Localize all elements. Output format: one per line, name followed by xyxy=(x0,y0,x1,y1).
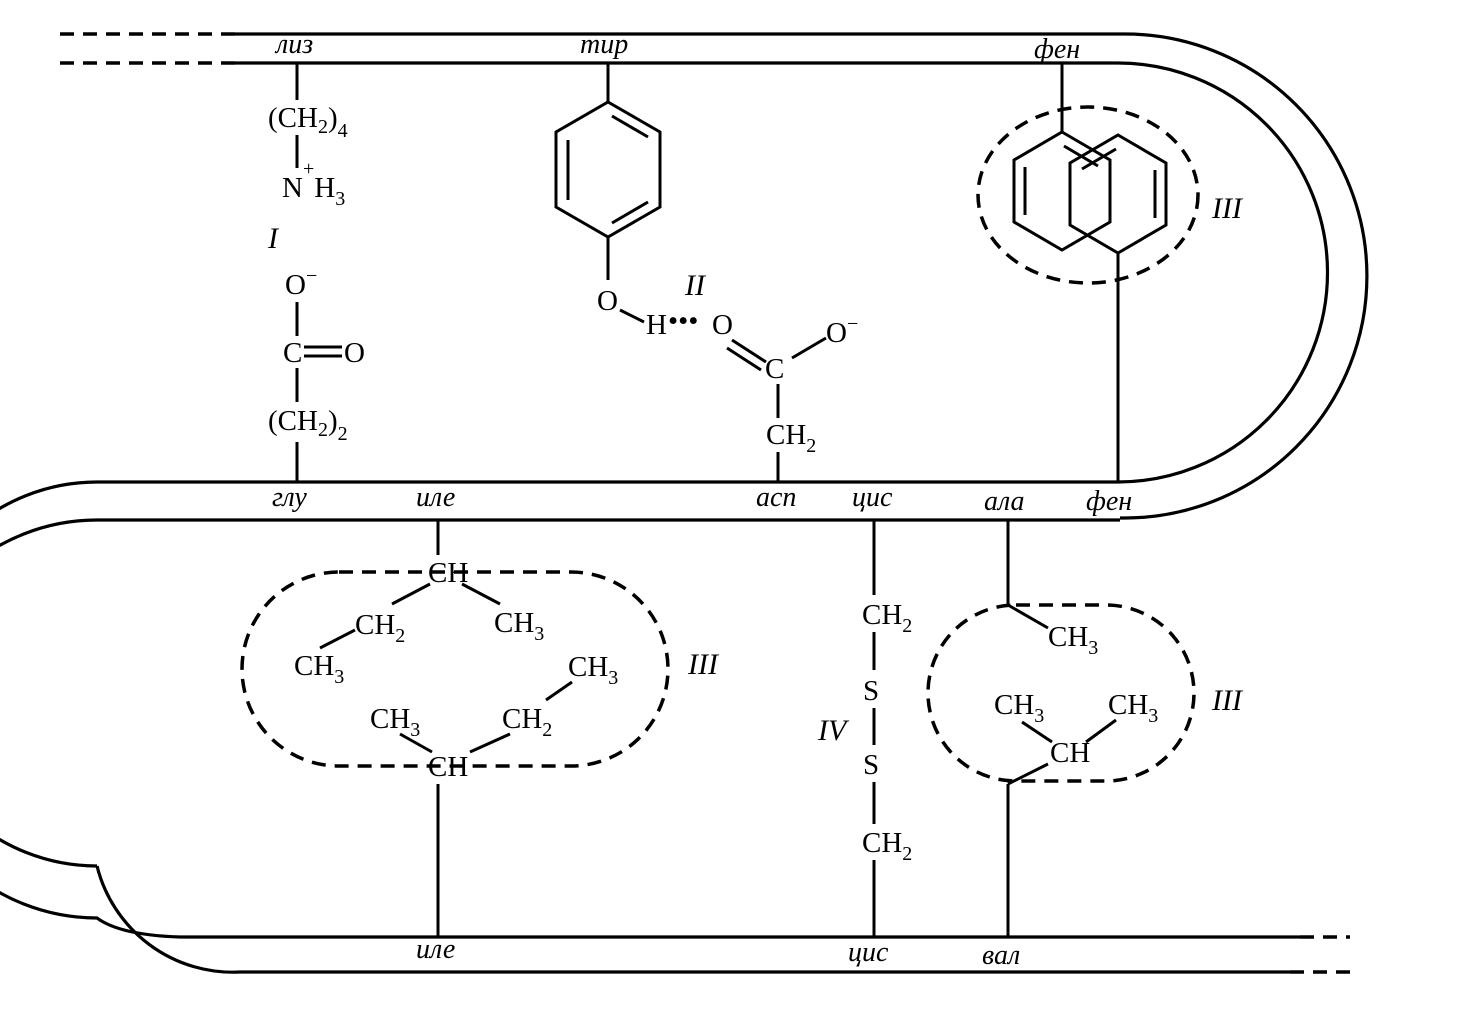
val-ch-to-chain xyxy=(1007,762,1049,786)
backbone-top-outer xyxy=(235,32,1369,520)
residue-labels: лиз тир фен глу иле асп цис ала фен иле … xyxy=(272,29,1132,971)
backbone-bottom-outer xyxy=(95,865,1290,974)
residue-liz-label: лиз xyxy=(274,29,313,60)
ile-top-ch2: CH2 xyxy=(355,609,405,647)
residue-ile-mid-label: иле xyxy=(416,482,455,513)
cys-bottom-sulfur: S xyxy=(863,749,879,781)
ile-top-ch2-to-ch3 xyxy=(319,628,356,650)
ile-hydrophobic-zone xyxy=(240,570,670,768)
hydrogen-bond-group: O H ••• II O C O− CH2 xyxy=(554,63,858,482)
ile-hydrophobic-group: CH CH2 CH3 CH3 CH3 CH2 CH3 CH III xyxy=(240,520,720,937)
ala-val-hydrophobic-label: III xyxy=(1211,684,1244,717)
aromatic-hydrophobic-label: III xyxy=(1211,192,1244,225)
ile-top-to-ch3 xyxy=(461,582,501,606)
asp-ch2: CH2 xyxy=(766,419,816,457)
tyr-ring-inner-1 xyxy=(611,114,649,139)
glu-ch2-2: (CH2)2 xyxy=(268,405,348,445)
aromatic-hydrophobic-zone xyxy=(976,105,1200,285)
glu-carbon: C xyxy=(283,337,302,369)
ionic-bond-group: (CH2)4 N+H3 I O− C O (CH2)2 xyxy=(267,63,365,482)
residue-val-label: вал xyxy=(982,940,1020,971)
cys-top-sulfur: S xyxy=(863,675,879,707)
ala-ch3: CH3 xyxy=(1048,621,1098,659)
ile-bottom-ch3-to-ch xyxy=(399,732,433,754)
val-ch3-right-bond xyxy=(1085,718,1117,744)
val-ch: CH xyxy=(1050,737,1090,769)
tyr-oxygen: O xyxy=(597,285,618,317)
glu-o-minus: O− xyxy=(285,265,317,301)
tyr-hydrogen: H xyxy=(646,309,667,341)
lys-nh3-plus: N+H3 xyxy=(282,158,345,210)
asp-o-double: O xyxy=(712,309,733,341)
asp-double-bond-1 xyxy=(731,338,767,364)
cys-bottom-ch2: CH2 xyxy=(862,827,912,865)
ile-hydrophobic-label: III xyxy=(687,648,720,681)
ile-top-ch3-right: CH3 xyxy=(494,607,544,645)
val-ch3-left-bond xyxy=(1021,720,1053,744)
backbone-top-inner xyxy=(0,61,1330,868)
ile-bottom-ch3-left: CH3 xyxy=(370,703,420,741)
polypeptide-backbone xyxy=(0,32,1369,974)
val-ch3-left: CH3 xyxy=(994,689,1044,727)
residue-asp-label: асп xyxy=(756,482,796,513)
lys-ch2-4: (CH2)4 xyxy=(268,102,348,142)
asp-c-o-bond xyxy=(791,336,827,360)
residue-ala-label: ала xyxy=(984,486,1025,517)
ile-bottom-ch3-right: CH3 xyxy=(568,651,618,689)
asp-o-minus: O− xyxy=(826,313,858,349)
ile-bottom-ch3-to-ch2 xyxy=(545,680,573,702)
glu-o-double: O xyxy=(344,337,365,369)
ile-bottom-ch2-to-ch xyxy=(469,732,511,754)
residue-tir-label: тир xyxy=(580,29,628,60)
residue-ile-bottom-label: иле xyxy=(416,934,455,965)
ionic-bond-label: I xyxy=(267,222,280,255)
asp-carbon: C xyxy=(765,353,784,385)
ile-top-to-ch2 xyxy=(391,582,431,606)
residue-cis-mid-label: цис xyxy=(852,482,893,513)
ile-bottom-ch2: CH2 xyxy=(502,703,552,741)
disulfide-bond-group: CH2 S S IV CH2 xyxy=(817,520,912,937)
tyr-phenyl-ring-icon xyxy=(554,100,662,239)
residue-cis-bottom-label: цис xyxy=(848,937,889,968)
ile-top-ch3-left: CH3 xyxy=(294,650,344,688)
hydrogen-bond-dots: ••• xyxy=(668,305,698,337)
tyr-ring-inner-2 xyxy=(611,200,649,225)
ala-val-hydrophobic-group: CH3 CH3 CH3 CH III xyxy=(926,520,1244,937)
tyr-o-h-bond xyxy=(619,308,645,324)
backbone-mid-lower xyxy=(0,518,1300,939)
cys-top-ch2: CH2 xyxy=(862,599,912,637)
val-ch3-right: CH3 xyxy=(1108,689,1158,727)
phe-top-ring-icon xyxy=(1012,130,1112,252)
disulfide-bond-label: IV xyxy=(817,714,850,747)
hydrogen-bond-label: II xyxy=(684,269,707,302)
residue-fen-mid-label: фен xyxy=(1086,486,1132,517)
residue-fen-top-label: фен xyxy=(1034,34,1080,65)
residue-glu-label: глу xyxy=(272,482,307,513)
asp-double-bond-2 xyxy=(726,346,762,372)
aromatic-hydrophobic-group: III xyxy=(976,63,1244,482)
phe-bottom-inner-2 xyxy=(1081,147,1117,171)
ala-to-ch3 xyxy=(1007,603,1049,630)
